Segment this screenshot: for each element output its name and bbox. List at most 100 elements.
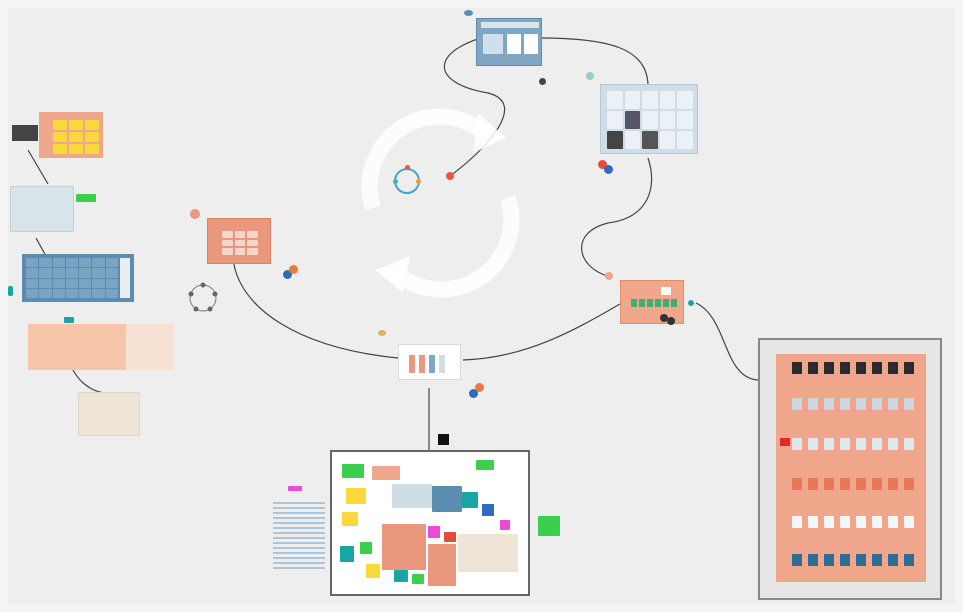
swatch-board-frame[interactable] bbox=[758, 338, 942, 600]
pentagon-cycle-icon[interactable] bbox=[8, 8, 955, 604]
left-frame-marker bbox=[190, 209, 200, 219]
thumb[interactable] bbox=[677, 111, 693, 129]
tile-bar bbox=[439, 355, 445, 373]
avatar bbox=[283, 270, 292, 279]
sticky[interactable] bbox=[444, 532, 456, 542]
thumb[interactable] bbox=[624, 111, 641, 129]
right-mid-tile[interactable] bbox=[620, 280, 684, 324]
thumb[interactable] bbox=[659, 91, 676, 109]
sticky[interactable] bbox=[366, 564, 380, 578]
sticky[interactable] bbox=[500, 520, 510, 530]
left-yellow-board[interactable] bbox=[39, 112, 103, 158]
thumb[interactable] bbox=[659, 111, 676, 129]
top-frame-card-2 bbox=[524, 34, 538, 54]
screenshots-frame[interactable] bbox=[600, 84, 698, 154]
left-salmon-grid bbox=[222, 231, 258, 255]
sticky[interactable] bbox=[372, 466, 400, 480]
thumb[interactable] bbox=[677, 91, 693, 109]
screenshots-grid bbox=[607, 91, 693, 149]
teal-marker bbox=[688, 300, 694, 306]
sticky[interactable] bbox=[342, 464, 364, 478]
cycle-end-marker bbox=[446, 172, 454, 180]
swatch-red-chip bbox=[780, 438, 790, 446]
sticky[interactable] bbox=[476, 460, 494, 470]
whiteboard-canvas[interactable] bbox=[8, 8, 955, 604]
swatch-row-salmon bbox=[792, 478, 918, 490]
avatar bbox=[469, 389, 478, 398]
refresh-cycle-icon bbox=[361, 108, 520, 298]
cycle-node bbox=[393, 179, 398, 184]
swatch-row-gray bbox=[792, 438, 918, 450]
thumb[interactable] bbox=[607, 111, 623, 129]
left-photo bbox=[12, 125, 38, 141]
top-frame[interactable] bbox=[476, 18, 542, 66]
top-frame-card-3 bbox=[483, 34, 503, 54]
left-salmon-table-ext bbox=[126, 324, 174, 370]
sticky[interactable] bbox=[432, 486, 462, 512]
blue-table-cells bbox=[26, 258, 118, 298]
sticky[interactable] bbox=[428, 526, 440, 538]
thumb[interactable] bbox=[642, 131, 658, 149]
sticky[interactable] bbox=[462, 492, 478, 508]
avatar bbox=[539, 78, 546, 85]
left-light-table[interactable] bbox=[10, 186, 74, 232]
sticky[interactable] bbox=[458, 534, 518, 572]
thumb[interactable] bbox=[624, 91, 641, 109]
teal-tab bbox=[8, 286, 13, 296]
sticky[interactable] bbox=[394, 570, 408, 582]
sticky[interactable] bbox=[412, 574, 424, 584]
sticky[interactable] bbox=[360, 542, 372, 554]
tile-bar bbox=[419, 355, 425, 373]
magenta-sticky[interactable] bbox=[288, 486, 302, 491]
tile-bar bbox=[429, 355, 435, 373]
text-notes-block bbox=[273, 502, 325, 572]
cycle-node bbox=[416, 179, 421, 184]
swatch-row-white bbox=[792, 516, 918, 528]
tile-row bbox=[631, 299, 679, 307]
sticky[interactable] bbox=[392, 484, 432, 508]
swatch-row-blue bbox=[792, 554, 918, 566]
swatch-row-light bbox=[792, 398, 918, 410]
top-frame-card-1 bbox=[507, 34, 521, 54]
connector-lines bbox=[27, 32, 759, 455]
cycle-node bbox=[405, 165, 410, 170]
sticky[interactable] bbox=[428, 544, 456, 586]
left-salmon-frame[interactable] bbox=[207, 218, 271, 264]
avatar bbox=[598, 160, 607, 169]
thumb[interactable] bbox=[659, 131, 676, 149]
sticky[interactable] bbox=[346, 488, 366, 504]
avatar bbox=[660, 314, 668, 322]
green-sticky[interactable] bbox=[76, 194, 96, 202]
tile-highlight bbox=[661, 287, 671, 295]
thumb[interactable] bbox=[607, 91, 623, 109]
screenshots-marker bbox=[586, 72, 594, 80]
teal-sticky[interactable] bbox=[64, 317, 74, 323]
avatar bbox=[667, 317, 675, 325]
left-blue-table[interactable] bbox=[22, 254, 134, 302]
bottom-center-marker bbox=[378, 330, 386, 336]
green-sticky-right[interactable] bbox=[538, 516, 560, 536]
avatar bbox=[475, 383, 484, 392]
sticky[interactable] bbox=[482, 504, 494, 516]
thumb[interactable] bbox=[624, 131, 641, 149]
avatar bbox=[289, 265, 298, 274]
thumb[interactable] bbox=[642, 91, 658, 109]
black-square[interactable] bbox=[438, 434, 449, 445]
sticky[interactable] bbox=[382, 524, 426, 570]
sticky[interactable] bbox=[342, 512, 358, 526]
thumb[interactable] bbox=[677, 131, 693, 149]
swatch-row-dark bbox=[792, 362, 918, 374]
thumb[interactable] bbox=[607, 131, 623, 149]
sticky[interactable] bbox=[340, 546, 354, 562]
top-frame-marker bbox=[464, 10, 473, 16]
avatar bbox=[604, 165, 613, 174]
swatch-board bbox=[776, 354, 926, 582]
center-bottom-tile[interactable] bbox=[398, 344, 461, 380]
right-mid-marker bbox=[605, 272, 613, 280]
thumb[interactable] bbox=[642, 111, 658, 129]
tile-bar bbox=[409, 355, 415, 373]
left-beige-table[interactable] bbox=[78, 392, 140, 436]
left-salmon-table[interactable] bbox=[28, 324, 126, 370]
overview-board[interactable] bbox=[330, 450, 530, 596]
yellow-stickies bbox=[53, 120, 99, 154]
